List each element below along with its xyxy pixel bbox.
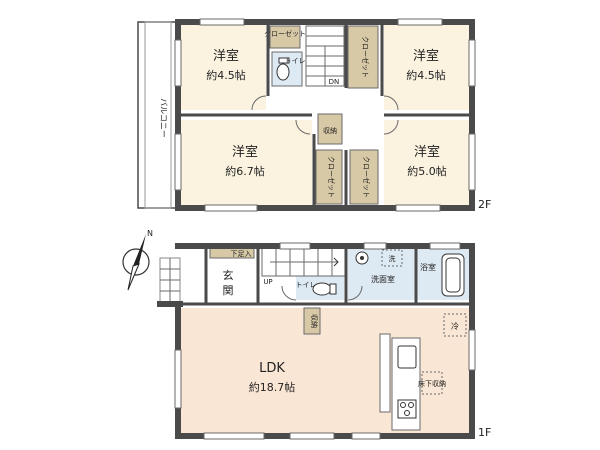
ldk-size: 約18.7帖: [249, 380, 296, 394]
windows-2f: [174, 18, 476, 212]
entrance-label-2: 関: [223, 284, 234, 297]
closet-2f-top-small: [269, 25, 301, 49]
toilet-2f-icon: [276, 63, 290, 81]
closet-se-label: クローゼット: [362, 156, 371, 198]
underfloor-label: 床下収納: [418, 379, 446, 388]
kitchen-counter: [379, 333, 421, 431]
shoe-box-label: 下足入: [231, 250, 252, 258]
compass-north-label: N: [147, 229, 153, 238]
washer-space: [381, 249, 403, 267]
stairs-up-label: UP: [263, 278, 272, 286]
room-2f-ne: [384, 24, 470, 110]
storage-2f: [317, 113, 343, 145]
room-2f-sw-size: 約6.7帖: [225, 164, 265, 178]
room-2f-nw-size: 約4.5帖: [206, 68, 246, 82]
ldk: [180, 308, 470, 434]
room-2f-nw: [180, 24, 266, 110]
room-2f-ne-name: 洋室: [413, 48, 439, 64]
room-2f-se-size: 約5.0帖: [407, 164, 447, 178]
closet-2f-sw: [315, 149, 343, 205]
floor-1: 下足入 玄 関 UP トイレ 洗 洗面室 浴室: [157, 242, 491, 440]
entrance-1f: [208, 260, 238, 302]
wash-label: 洗: [389, 254, 396, 263]
room-2f-se-name: 洋室: [414, 144, 440, 160]
floor-1-label: 1F: [478, 426, 491, 439]
fridge-space: [443, 313, 467, 337]
room-2f-sw: [180, 120, 312, 206]
bathtub-icon: [441, 253, 465, 297]
washroom-label: 洗面室: [371, 274, 395, 284]
stairs-dn-label: DN: [329, 78, 340, 86]
porch: [159, 257, 181, 303]
closet-ne-label: クローゼット: [361, 36, 370, 78]
fridge-label: 冷: [451, 321, 459, 331]
toilet-1f-label: トイレ: [296, 281, 317, 289]
storage-2f-label: 収納: [323, 126, 337, 135]
ldk-name: LDK: [259, 361, 285, 376]
closet-2f-ne: [347, 25, 379, 89]
floor-2-label: 2F: [478, 198, 491, 211]
compass: N: [122, 229, 153, 291]
room-2f-nw-name: 洋室: [213, 48, 239, 64]
room-2f-ne-size: 約4.5帖: [406, 68, 446, 82]
toilet-2f-label: トイレ: [285, 57, 306, 65]
entrance-label-1: 玄: [223, 268, 234, 282]
kitchen-sink-icon: [397, 345, 417, 369]
balcony: [137, 21, 179, 209]
stairs-2f: DN: [305, 25, 345, 87]
closet-2f-se: [349, 149, 379, 205]
room-2f-se: [384, 120, 470, 206]
bathroom-label: 浴室: [420, 262, 436, 272]
balcony-label: バルコニー: [159, 98, 168, 138]
closet-sw-label: クローゼット: [327, 156, 336, 198]
windows-1f: [174, 242, 476, 440]
floor-2: バルコニー クローゼット クローゼット 収納 クローゼット クローゼット トイレ: [137, 18, 491, 212]
stairs-1f: UP: [261, 247, 347, 286]
stove-icon: [397, 399, 417, 419]
closet-small-label: クローゼット: [264, 29, 306, 38]
storage-1f-label: 収納: [310, 314, 319, 328]
underfloor-storage: [421, 371, 443, 395]
storage-1f: [303, 307, 321, 335]
room-2f-sw-name: 洋室: [232, 144, 258, 160]
